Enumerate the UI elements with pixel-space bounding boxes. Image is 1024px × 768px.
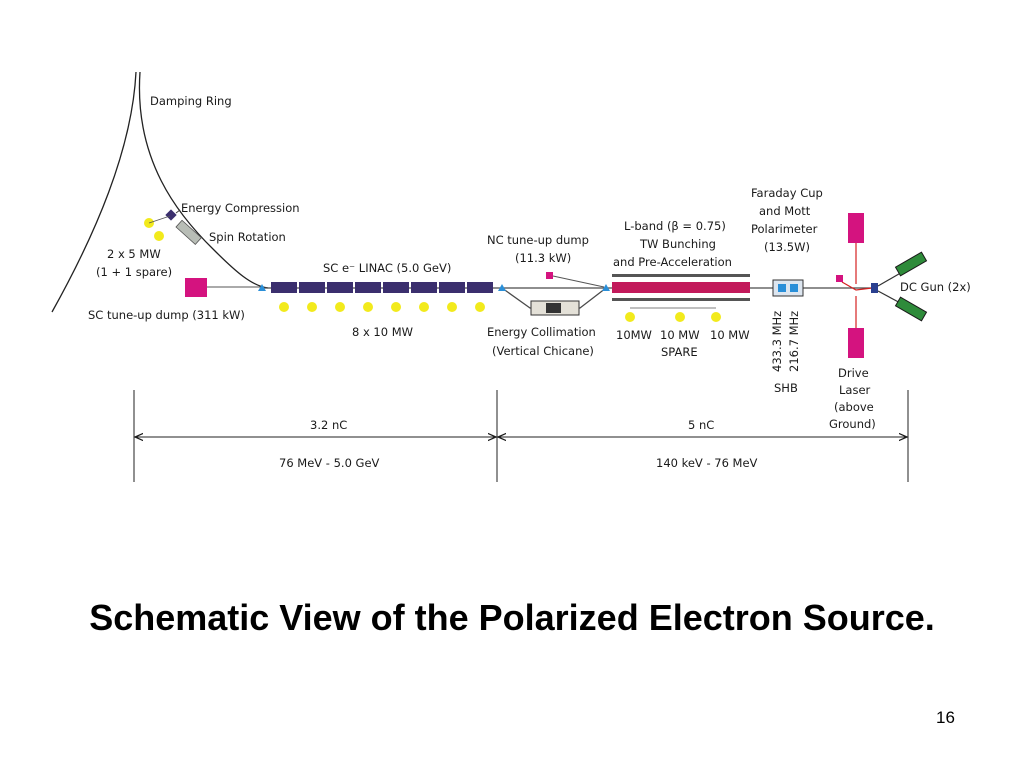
sc-linac-label: SC e⁻ LINAC (5.0 GeV) bbox=[323, 261, 451, 275]
dc-gun-upper bbox=[894, 251, 928, 277]
linac-klystron bbox=[419, 302, 429, 312]
marker-linac-entry bbox=[258, 284, 266, 291]
lband-klystron-1 bbox=[625, 312, 635, 322]
laser-drive-label: Drive bbox=[838, 366, 869, 380]
laser-box-bottom bbox=[848, 328, 864, 358]
linac-klystron bbox=[279, 302, 289, 312]
linac-klystrons bbox=[279, 302, 485, 312]
lband-power-1: 10MW bbox=[616, 328, 652, 342]
klystron-feed bbox=[148, 215, 171, 224]
linac-module bbox=[355, 282, 381, 293]
energy-collimation-sub: (Vertical Chicane) bbox=[492, 344, 594, 358]
linac-module bbox=[467, 282, 493, 293]
shb-label: SHB bbox=[774, 381, 798, 395]
damping-ring-outer-curve bbox=[51, 71, 137, 313]
faraday-cup-label: Faraday Cup bbox=[751, 186, 823, 200]
linac-klystron bbox=[363, 302, 373, 312]
lband-label: L-band (β = 0.75) bbox=[624, 219, 726, 233]
shb-frequency-1: 433.3 MHz bbox=[770, 311, 784, 372]
spin-rotation-label: Spin Rotation bbox=[209, 230, 286, 244]
nc-dump-power: (11.3 kW) bbox=[515, 251, 571, 265]
energy-compression-cavity bbox=[165, 209, 177, 221]
charge-right-label: 5 nC bbox=[688, 418, 714, 432]
laser-label: Laser bbox=[839, 383, 871, 397]
linac-klystron bbox=[475, 302, 485, 312]
energy-compression-leader bbox=[175, 209, 181, 214]
linac-module bbox=[411, 282, 437, 293]
linac-module bbox=[439, 282, 465, 293]
damping-ring-transfer-line bbox=[138, 71, 269, 289]
lband-power-3: 10 MW bbox=[710, 328, 750, 342]
dc-gun-lower bbox=[894, 296, 928, 322]
sc-dump-label: SC tune-up dump (311 kW) bbox=[88, 308, 245, 322]
lband-klystron-2 bbox=[675, 312, 685, 322]
laser-injection bbox=[841, 281, 873, 291]
lband-power-2: 10 MW bbox=[660, 328, 700, 342]
linac-module bbox=[271, 282, 297, 293]
laser-marker bbox=[836, 275, 843, 282]
charge-left-label: 3.2 nC bbox=[310, 418, 347, 432]
collimator-jaw bbox=[546, 303, 561, 313]
lband-bunching-label: TW Bunching bbox=[639, 237, 716, 251]
sc-dump-block bbox=[185, 278, 207, 297]
linac-module bbox=[299, 282, 325, 293]
linac-module bbox=[327, 282, 353, 293]
lband-rail-top bbox=[612, 274, 750, 277]
linac-klystron bbox=[447, 302, 457, 312]
nc-dump-line bbox=[552, 275, 605, 288]
laser-box-top bbox=[848, 213, 864, 243]
nc-dump-block bbox=[546, 272, 553, 279]
energy-left-label: 76 MeV - 5.0 GeV bbox=[279, 456, 380, 470]
marker-linac-exit bbox=[498, 284, 506, 291]
lband-spare-label: SPARE bbox=[661, 345, 698, 359]
linac-klystron bbox=[335, 302, 345, 312]
damping-ring-label: Damping Ring bbox=[150, 94, 232, 108]
faraday-power-label: (13.5W) bbox=[764, 240, 810, 254]
energy-right-label: 140 keV - 76 MeV bbox=[656, 456, 758, 470]
lband-structure bbox=[612, 282, 750, 293]
sc-linac-modules bbox=[271, 282, 493, 293]
shb-cell-2 bbox=[790, 284, 798, 292]
linac-klystron bbox=[391, 302, 401, 312]
shb-cavity bbox=[772, 279, 804, 297]
lband-klystron-3 bbox=[711, 312, 721, 322]
spin-rotation-solenoid bbox=[175, 219, 202, 245]
slide-title: Schematic View of the Polarized Electron… bbox=[89, 597, 935, 638]
electron-source-schematic: Damping Ring Energy Compression Spin Rot… bbox=[51, 71, 971, 482]
linac-module bbox=[383, 282, 409, 293]
compression-klystron-2 bbox=[154, 231, 164, 241]
rf-spare-label: (1 + 1 spare) bbox=[96, 265, 172, 279]
marker-lband-entry bbox=[602, 284, 610, 291]
lband-preacc-label: and Pre-Acceleration bbox=[613, 255, 732, 269]
linac-power-label: 8 x 10 MW bbox=[352, 325, 413, 339]
linac-klystron bbox=[307, 302, 317, 312]
gun-merger bbox=[871, 283, 878, 293]
page-number: 16 bbox=[936, 708, 955, 727]
energy-compression-label: Energy Compression bbox=[181, 201, 300, 215]
rf-power-label: 2 x 5 MW bbox=[107, 247, 161, 261]
faraday-polarimeter-label: Polarimeter bbox=[751, 222, 818, 236]
dc-gun-label: DC Gun (2x) bbox=[900, 280, 971, 294]
shb-frequency-2: 216.7 MHz bbox=[787, 311, 801, 372]
nc-dump-label: NC tune-up dump bbox=[487, 233, 589, 247]
shb-cell-1 bbox=[778, 284, 786, 292]
laser-above-label: (above bbox=[834, 400, 874, 414]
energy-collimation-label: Energy Collimation bbox=[487, 325, 596, 339]
lband-rail-bottom bbox=[612, 298, 750, 301]
faraday-mott-label: and Mott bbox=[759, 204, 811, 218]
laser-ground-label: Ground) bbox=[829, 417, 876, 431]
